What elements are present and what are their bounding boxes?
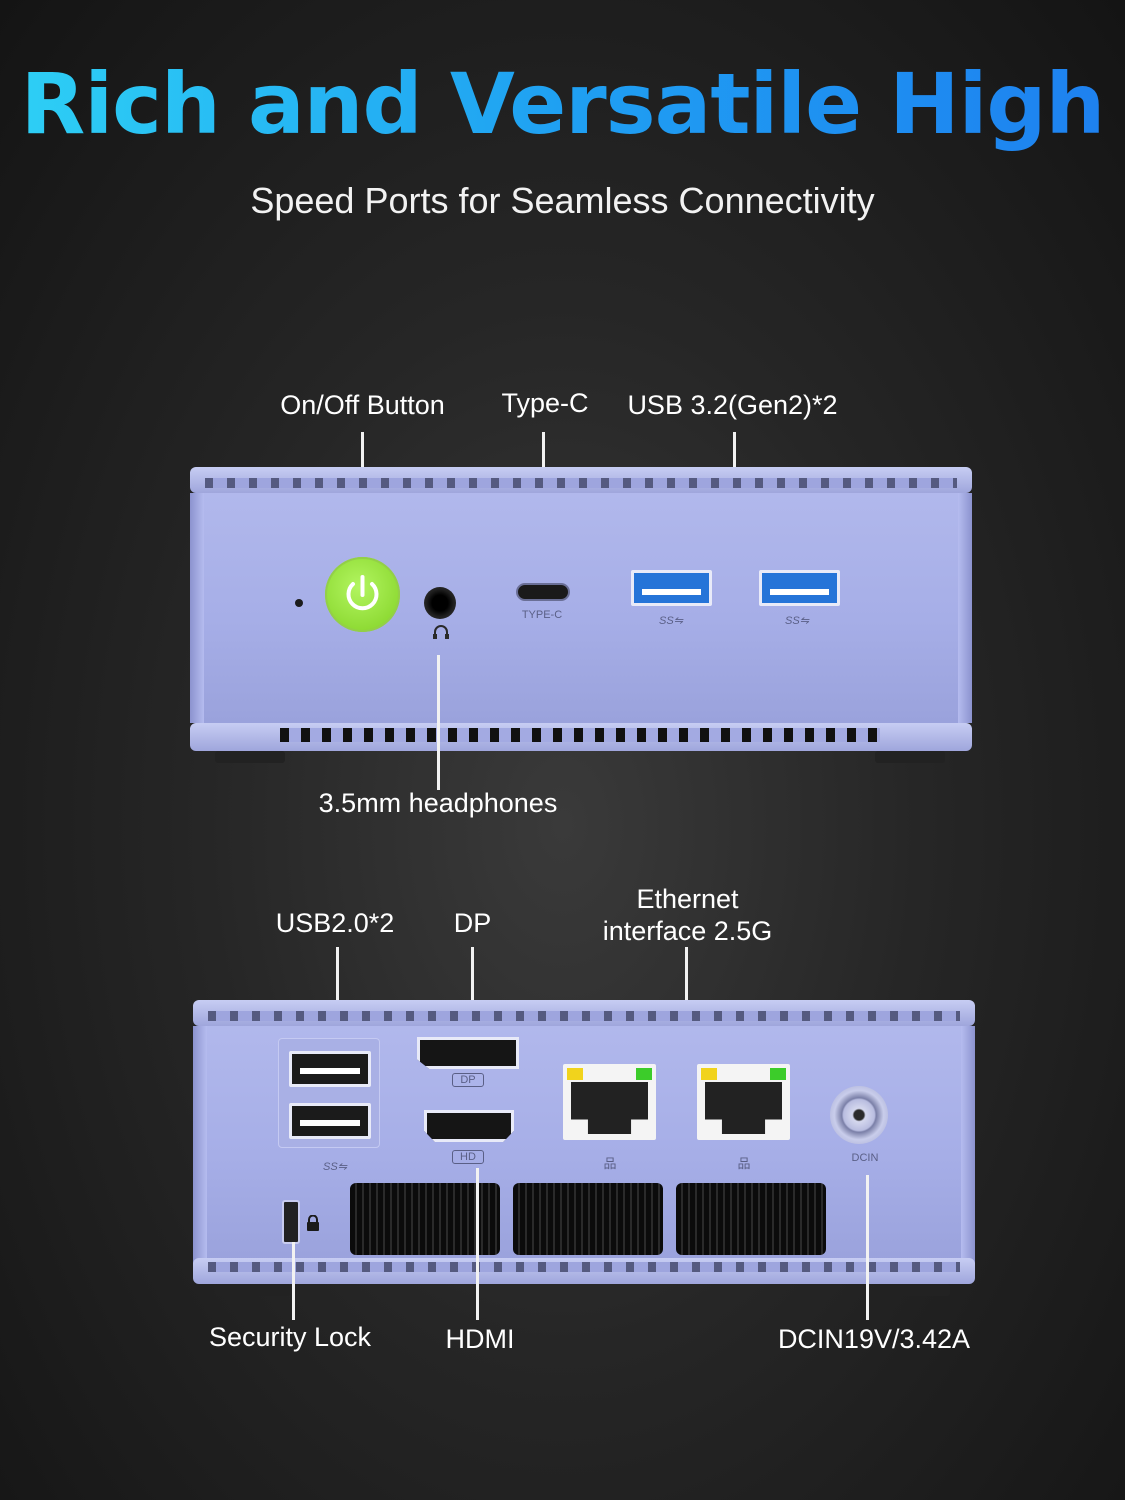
ethernet-2-socket: [705, 1082, 782, 1134]
headline: Rich and Versatile High: [0, 55, 1125, 153]
ethernet-2-activity-led: [701, 1068, 717, 1080]
usb32-port-2-mark: SS⇋: [785, 615, 809, 627]
vent-grille-3: [676, 1183, 826, 1255]
type-c-mark: TYPE-C: [521, 609, 563, 621]
label-ethernet-line1: Ethernet: [636, 884, 739, 914]
front-device-right-edge: [958, 493, 972, 723]
rear-device-right-edge: [961, 1026, 975, 1264]
leader-security-lock: [292, 1242, 295, 1320]
front-device-left-edge: [190, 493, 204, 723]
displayport-mark: DP: [452, 1073, 484, 1087]
leader-audio: [437, 655, 440, 790]
rear-foot-left: [215, 1284, 290, 1296]
usb32-port-1[interactable]: [631, 570, 712, 606]
leader-dcin: [866, 1175, 869, 1320]
ethernet-1-link-led: [636, 1068, 652, 1080]
label-3-5mm-headphones: 3.5mm headphones: [318, 788, 558, 818]
label-usb20: USB2.0*2: [275, 908, 395, 938]
rear-foot-right: [875, 1284, 950, 1296]
rear-panel: USB2.0*2 DP Ethernet interface 2.5G SS⇋ …: [0, 860, 1125, 1500]
vent-grille-1: [350, 1183, 500, 1255]
ethernet-1-socket: [571, 1082, 648, 1134]
power-icon: [346, 575, 379, 611]
label-on-off-button: On/Off Button: [280, 390, 445, 420]
type-c-port[interactable]: [516, 583, 570, 601]
dc-in-port[interactable]: [830, 1086, 888, 1144]
headphone-jack[interactable]: [424, 587, 456, 619]
ethernet-port-1[interactable]: [563, 1064, 656, 1140]
usb32-port-1-mark: SS⇋: [659, 615, 683, 627]
usb20-port-1[interactable]: [289, 1051, 371, 1087]
label-dcin: DCIN19V/3.42A: [777, 1324, 971, 1354]
label-dp: DP: [453, 908, 492, 938]
leader-hdmi: [476, 1168, 479, 1320]
ethernet-1-activity-led: [567, 1068, 583, 1080]
label-ethernet-line2: interface 2.5G: [602, 916, 773, 946]
label-hdmi: HDMI: [445, 1324, 515, 1354]
status-led: [295, 599, 303, 607]
headphone-icon: [432, 624, 450, 640]
front-foot-right: [875, 751, 945, 763]
ethernet-2-link-led: [770, 1068, 786, 1080]
rear-device-top-vent: [208, 1011, 960, 1021]
dc-in-mark: DCIN: [851, 1152, 879, 1164]
power-button[interactable]: [325, 557, 400, 632]
leader-ethernet: [685, 947, 688, 1042]
label-usb32: USB 3.2(Gen2)*2: [627, 390, 838, 420]
front-device-face: [190, 493, 972, 723]
security-lock-slot[interactable]: [282, 1200, 300, 1244]
front-device-bottom-vent: [280, 728, 880, 742]
usb32-port-2[interactable]: [759, 570, 840, 606]
ethernet-port-2[interactable]: [697, 1064, 790, 1140]
subheadline: Speed Ports for Seamless Connectivity: [250, 180, 875, 221]
label-type-c: Type-C: [501, 388, 589, 418]
hdmi-mark: HD: [452, 1150, 484, 1164]
label-security-lock: Security Lock: [208, 1322, 372, 1352]
front-foot-left: [215, 751, 285, 763]
usb20-port-2[interactable]: [289, 1103, 371, 1139]
ethernet-1-mark: 品: [603, 1156, 617, 1171]
lock-icon: [306, 1214, 320, 1231]
front-device-top-vent: [205, 478, 957, 488]
vent-grille-2: [513, 1183, 663, 1255]
hdmi-port[interactable]: [424, 1110, 514, 1142]
ethernet-2-mark: 品: [737, 1156, 751, 1171]
rear-device-bottom-vent: [208, 1262, 960, 1272]
front-panel: On/Off Button Type-C USB 3.2(Gen2)*2 TYP…: [190, 388, 972, 818]
usb20-mark: SS⇋: [323, 1161, 347, 1173]
displayport[interactable]: [417, 1037, 519, 1069]
rear-device-left-edge: [193, 1026, 207, 1264]
